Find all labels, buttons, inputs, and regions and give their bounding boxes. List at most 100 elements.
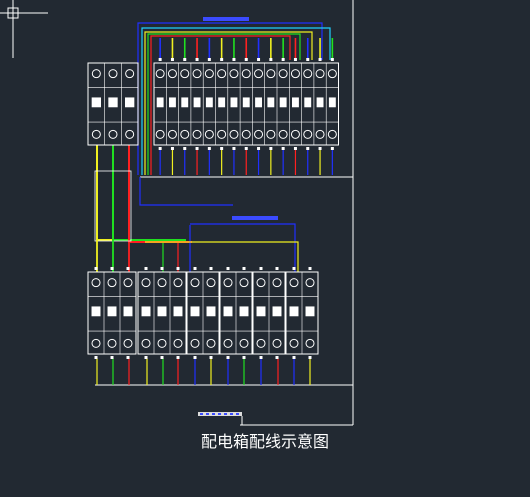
lower-main-breaker-1-bottom-tick [110, 356, 114, 359]
upper-branch-breakers-toggle [205, 97, 213, 108]
lower-rcbo-1-top-terminal [190, 278, 200, 288]
lower-rcbo-3-bottom-terminal [256, 338, 266, 348]
upper-branch-breakers-top-terminal [241, 69, 251, 79]
lower-rcbo-3-top-tick [259, 267, 263, 270]
upper-branch-breakers-bottom-terminal [192, 129, 202, 139]
upper-branch-breakers-top-tick [293, 58, 297, 61]
lower-rcbo-4-bottom-tick [292, 356, 296, 359]
upper-branch-breakers-toggle [292, 97, 299, 108]
terminal-strip-slot [218, 413, 221, 415]
upper-branch-breakers-bottom-tick [306, 147, 310, 150]
upper-branch-breakers-bottom-tick [207, 147, 211, 150]
lower-main-breaker-2-top-tick [176, 267, 180, 270]
lower-rcbo-2-bottom-tick [226, 356, 230, 359]
upper-branch-breakers-bottom-terminal [180, 129, 190, 139]
lower-rcbo-2-bottom-terminal [239, 338, 249, 348]
upper-branch-breakers-toggle [255, 97, 262, 108]
lower-main-breaker-1-top-terminal [91, 278, 101, 288]
lower-rcbo-3 [252, 267, 286, 359]
lower-rcbo-1-bottom-terminal [206, 338, 216, 348]
upper-branch-breakers-toggle [304, 97, 312, 108]
upper-branch-breakers-toggle [218, 97, 226, 108]
upper-branch-breakers-top-terminal [290, 69, 300, 79]
lower-rcbo-4-bottom-terminal [289, 338, 299, 348]
lower-main-breaker-2 [137, 267, 187, 359]
lower-rcbo-1-bottom-tick [209, 356, 213, 359]
upper-branch-breakers-bottom-tick [158, 147, 162, 150]
lower-rcbo-1-top-tick [209, 267, 213, 270]
upper-branch-breakers-top-terminal [167, 69, 177, 79]
upper-branch-breakers-top-terminal [217, 69, 227, 79]
lower-main-breaker-1-toggle [91, 306, 101, 317]
lower-main-breaker-1-top-tick [126, 267, 130, 270]
upper-branch-breakers-top-tick [170, 58, 174, 61]
lower-rcbo-2-top-terminal [239, 278, 249, 288]
main-breaker-upper-toggle [91, 97, 101, 108]
upper-branch-breakers-bottom-tick [220, 147, 224, 150]
lower-rcbo-3-toggle [256, 306, 266, 317]
lower-rcbo-1-toggle [206, 306, 216, 317]
lower-main-breaker-2-top-tick [144, 267, 148, 270]
lower-rcbo-4-bottom-tick [308, 356, 312, 359]
terminal-strip-slot [236, 413, 239, 415]
upper-neutral-terminal-bar [203, 17, 249, 21]
terminal-strip-slot [224, 413, 227, 415]
upper-branch-breakers-bottom-tick [183, 147, 187, 150]
lower-rcbo-4-toggle [289, 306, 299, 317]
upper-branch-breakers-toggle [181, 97, 189, 108]
upper-branch-breakers-top-tick [207, 58, 211, 61]
lower-main-breaker-1-bottom-tick [126, 356, 130, 359]
lower-rcbo-4-top-tick [292, 267, 296, 270]
lower-main-breaker-1-bottom-terminal [123, 338, 133, 348]
upper-branch-breakers-top-terminal [266, 69, 276, 79]
main-breaker-upper-toggle [108, 97, 118, 108]
upper-bus-b [147, 33, 301, 175]
breaker-layer [87, 58, 339, 359]
lower-rcbo-2-toggle [239, 306, 249, 317]
lower-rcbo-1-top-terminal [206, 278, 216, 288]
lower-main-breaker-2-top-tick [160, 267, 164, 270]
lower-main-breaker-2-top-terminal [173, 278, 183, 288]
lower-rcbo-3-top-tick [275, 267, 279, 270]
lower-main-breaker-2-bottom-tick [176, 356, 180, 359]
upper-branch-breakers-bottom-tick [330, 147, 334, 150]
lower-main-breaker-1-bottom-tick [94, 356, 98, 359]
lower-main-breaker-2-toggle [173, 306, 183, 317]
upper-branch-breakers-bottom-terminal [217, 129, 227, 139]
lower-rcbo-3-bottom-tick [259, 356, 263, 359]
upper-branch-breakers-top-terminal [254, 69, 264, 79]
upper-branch-breakers-bottom-tick [244, 147, 248, 150]
lower-rcbo-4 [285, 267, 319, 359]
upper-branch-breakers-bottom-terminal [290, 129, 300, 139]
upper-branch-breakers-toggle [242, 97, 250, 108]
upper-branch-breakers-top-terminal [278, 69, 288, 79]
main-breaker-upper-housing [87, 62, 139, 146]
lower-rcbo-1 [186, 267, 220, 359]
terminal-strip-slot [212, 413, 215, 415]
upper-branch-breakers-bottom-tick [281, 147, 285, 150]
lower-rcbo-1-bottom-terminal [190, 338, 200, 348]
upper-feed-wire-a [96, 145, 175, 241]
upper-branch-breakers-bottom-terminal [266, 129, 276, 139]
lower-rcbo-3-bottom-tick [275, 356, 279, 359]
lower-main-breaker-1-bottom-terminal [91, 338, 101, 348]
lower-rcbo-2-top-terminal [223, 278, 233, 288]
lower-main-breaker-1-bottom-terminal [107, 338, 117, 348]
lower-rcbo-3-top-terminal [272, 278, 282, 288]
main-breaker-upper [87, 62, 139, 146]
upper-branch-breakers-toggle [230, 97, 238, 108]
upper-branch-breakers-bottom-terminal [254, 129, 264, 139]
upper-ground-bus [141, 27, 331, 175]
upper-branch-breakers-top-tick [244, 58, 248, 61]
main-breaker-upper-bottom-terminal [108, 129, 118, 139]
lower-rcbo-2-top-tick [226, 267, 230, 270]
main-breaker-upper-bottom-terminal [125, 129, 135, 139]
upper-branch-breakers-toggle [279, 97, 287, 108]
terminal-strip-slot [200, 413, 203, 415]
upper-branch-breakers-top-tick [269, 58, 273, 61]
lower-rcbo-2-bottom-terminal [223, 338, 233, 348]
lower-neutral-bus [190, 223, 296, 272]
lower-main-breaker-2-toggle [157, 306, 167, 317]
